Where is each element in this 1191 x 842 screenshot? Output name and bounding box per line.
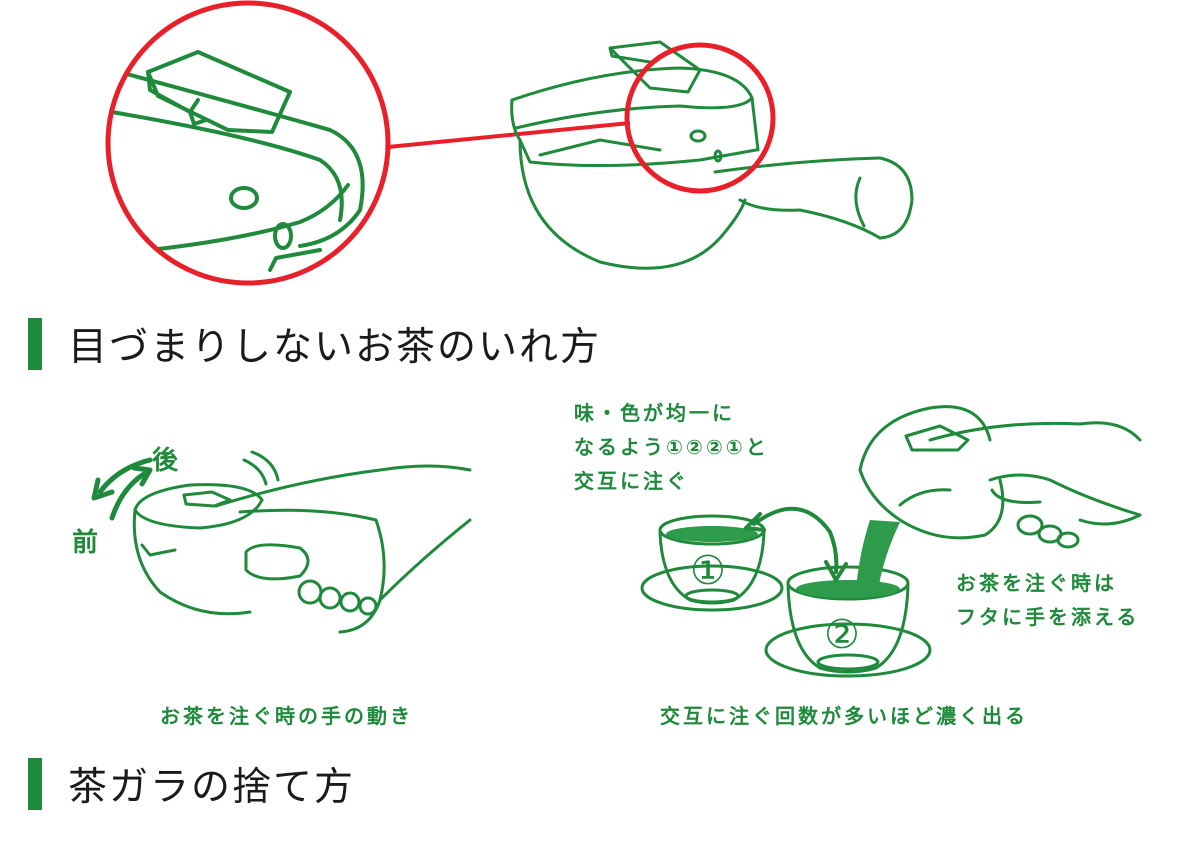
kyusu-teapot-illustration	[510, 40, 914, 270]
section-heading-disposal: 茶ガラの捨て方	[28, 758, 355, 810]
section-title: 茶ガラの捨て方	[68, 765, 356, 810]
note-line: 交互に注ぐ	[574, 469, 689, 493]
teapot-highlight-circle	[624, 42, 776, 194]
note-line: お茶を注ぐ時は	[956, 571, 1117, 595]
transfer-arrow	[744, 506, 848, 582]
back-direction-label: 後	[152, 446, 179, 476]
pouring-teapot-illustration	[858, 405, 1142, 549]
zoom-connector-line	[387, 121, 631, 149]
heading-accent-bar	[28, 758, 42, 810]
pouring-caption: 交互に注ぐ回数が多いほど濃く出る	[660, 704, 1028, 728]
cup-1-number: ①	[690, 548, 726, 594]
zoom-detail-illustration	[105, 0, 391, 286]
front-direction-label: 前	[72, 528, 99, 558]
section-heading-brewing: 目づまりしないお茶のいれ方	[28, 318, 601, 370]
note-line: フタに手を添える	[956, 605, 1140, 629]
alternate-pour-note: 味・色が均一に なるよう①②②①と 交互に注ぐ	[574, 396, 769, 498]
hand-motion-illustration	[132, 450, 472, 634]
page-title: 目づまりしないお茶のいれ方	[68, 325, 602, 370]
note-line: 味・色が均一に	[574, 401, 735, 425]
heading-accent-bar	[28, 318, 42, 370]
note-line: なるよう①②②①と	[574, 435, 769, 459]
cup-2-number: ②	[824, 612, 860, 658]
hand-motion-caption: お茶を注ぐ時の手の動き	[160, 704, 413, 728]
tea-stream	[856, 520, 900, 590]
motion-arrows	[91, 457, 153, 521]
lid-hand-note: お茶を注ぐ時は フタに手を添える	[956, 566, 1139, 634]
